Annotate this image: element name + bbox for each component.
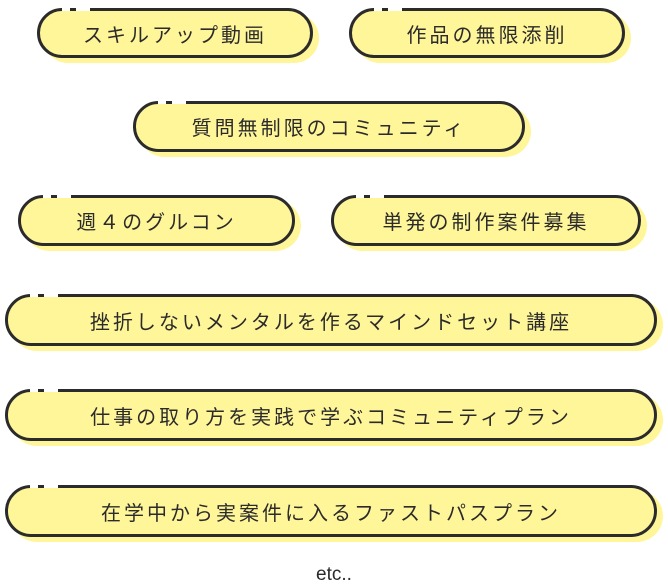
etc-label: etc.. <box>316 564 352 585</box>
feature-unlimited-review: 作品の無限添削 <box>349 8 625 58</box>
feature-mindset-course: 挫折しないメンタルを作るマインドセット講座 <box>5 294 657 346</box>
feature-label: 週４のグルコン <box>76 210 237 234</box>
feature-label: 作品の無限添削 <box>406 22 568 47</box>
feature-practical-community-plan: 仕事の取り方を実践で学ぶコミュニティプラン <box>5 389 657 441</box>
feature-label: スキルアップ動画 <box>83 22 267 47</box>
feature-label: 在学中から実案件に入るファストパスプラン <box>101 500 561 525</box>
feature-label: 挫折しないメンタルを作るマインドセット講座 <box>89 309 573 334</box>
feature-fast-pass-plan: 在学中から実案件に入るファストパスプラン <box>5 485 657 537</box>
feature-label: 仕事の取り方を実践で学ぶコミュニティプラン <box>90 404 572 429</box>
feature-one-off-projects: 単発の制作案件募集 <box>331 195 641 246</box>
feature-unlimited-questions-community: 質問無制限のコミュニティ <box>133 101 525 152</box>
feature-skillup-videos: スキルアップ動画 <box>37 8 313 58</box>
feature-label: 質問無制限のコミュニティ <box>191 116 467 140</box>
feature-weekly-group-consulting: 週４のグルコン <box>18 195 295 246</box>
feature-label: 単発の制作案件募集 <box>382 210 590 234</box>
